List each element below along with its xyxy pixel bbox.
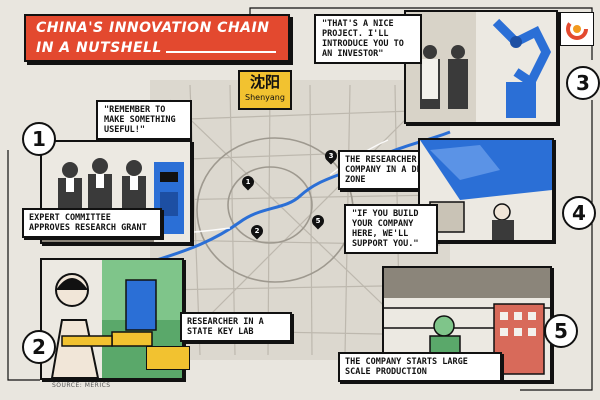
quote-step-3: "THAT'S A NICE PROJECT. I'LL INTRODUCE Y… — [314, 14, 422, 64]
map-pin-2: 2 — [248, 222, 266, 240]
city-pinyin: Shenyang — [245, 93, 285, 102]
step-number-4: 4 — [562, 196, 596, 230]
title-underline — [166, 51, 276, 53]
step-number-5: 5 — [544, 314, 578, 348]
source-note: SOURCE: MERICS — [52, 382, 111, 389]
title-line-2: IN A NUTSHELL — [36, 40, 162, 56]
certificate-icon — [146, 346, 190, 370]
caption-step-5: THE COMPANY STARTS LARGE SCALE PRODUCTIO… — [338, 352, 502, 382]
step-number-2: 2 — [22, 330, 56, 364]
panel-step-3 — [404, 10, 558, 124]
step-number-3: 3 — [566, 66, 600, 100]
city-chinese: 沈阳 — [249, 73, 280, 91]
panel-step-4 — [418, 138, 554, 242]
quote-step-4: "IF YOU BUILD YOUR COMPANY HERE, WE'LL S… — [344, 204, 438, 254]
panel-step-1 — [40, 140, 192, 244]
quote-step-1: "REMEMBER TO MAKE SOMETHING USEFUL!" — [96, 100, 192, 140]
title-line-1: CHINA'S INNOVATION CHAIN — [36, 20, 270, 36]
caption-step-1: EXPERT COMMITTEE APPROVES RESEARCH GRANT — [22, 208, 162, 238]
title-box: CHINA'S INNOVATION CHAIN IN A NUTSHELL — [24, 14, 290, 62]
step-number-1: 1 — [22, 122, 56, 156]
city-label: 沈阳 Shenyang — [238, 70, 292, 110]
map-pin-3: 3 — [322, 147, 340, 165]
map-pin-5: 5 — [309, 212, 327, 230]
map-pin-1: 1 — [239, 173, 257, 191]
merics-logo-icon — [560, 12, 594, 46]
caption-step-2: RESEARCHER IN A STATE KEY LAB — [180, 312, 292, 342]
